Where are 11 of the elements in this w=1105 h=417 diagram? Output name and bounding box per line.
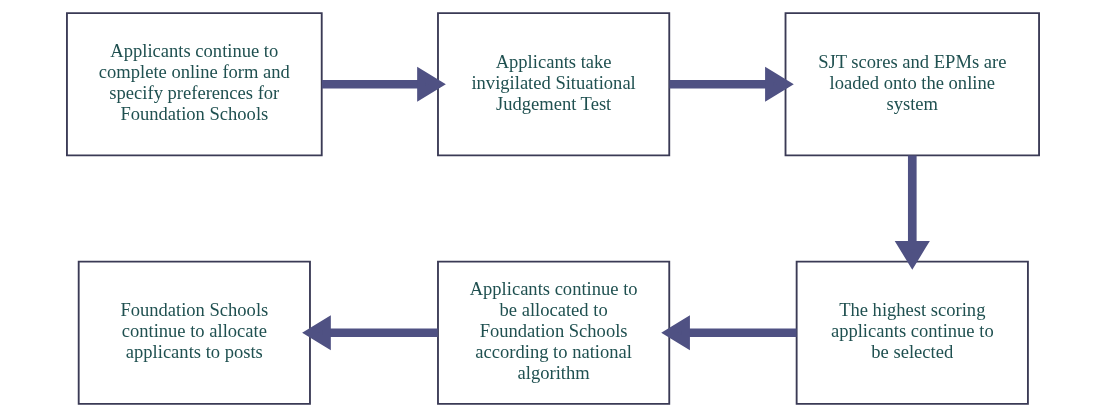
node-box: Applicants continue to complete online form and specify preferences for Foundation Schools [65,12,323,157]
arrow [301,315,438,351]
arrow [894,155,930,270]
node-box: Applicants take invigilated Situational Judgement Test [436,12,670,157]
node-box: The highest scoring applicants continue to be selected [795,260,1029,405]
node-box: Foundation Schools continue to allocate applicants to posts [77,260,311,405]
node-box: SJT scores and EPMs are loaded onto the online system [784,12,1040,157]
arrow [660,315,797,351]
arrow [669,66,794,102]
arrow [321,66,446,102]
node-box: Applicants continue to be allocated to Foundation Schools according to national algorithm [436,260,670,405]
